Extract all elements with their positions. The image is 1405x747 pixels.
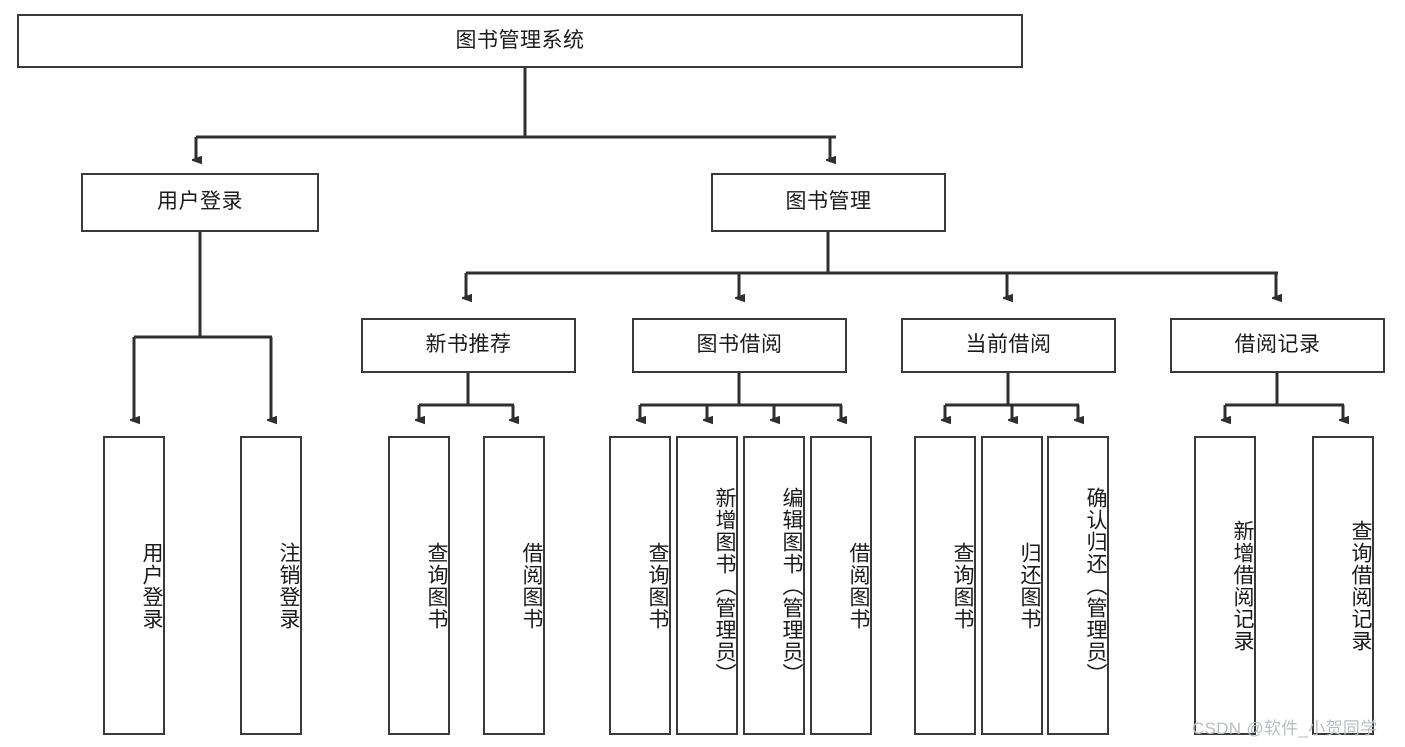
leaf-bookborrow-edit-book-admin[interactable]: 编辑图书（管理员） [743, 436, 805, 735]
leaf-label: 查询图书 [425, 541, 448, 630]
leaf-newbook-borrow-book[interactable]: 借阅图书 [483, 436, 545, 735]
leaf-label: 借阅图书 [520, 541, 543, 630]
leaf-currentborrow-confirm-return-admin[interactable]: 确认归还（管理员） [1047, 436, 1109, 735]
node-new-book-recommend[interactable]: 新书推荐 [361, 318, 576, 373]
leaf-newbook-query-book[interactable]: 查询图书 [388, 436, 450, 735]
leaf-label: 新增图书（管理员） [713, 486, 736, 685]
leaf-currentborrow-return-book[interactable]: 归还图书 [981, 436, 1043, 735]
leaf-currentborrow-query-book[interactable]: 查询图书 [914, 436, 976, 735]
csdn-watermark: CSDN @软件_小贺同学 [1192, 719, 1378, 738]
leaf-label: 确认归还（管理员） [1084, 486, 1107, 685]
leaf-label: 借阅图书 [847, 541, 870, 630]
node-root-system[interactable]: 图书管理系统 [17, 14, 1023, 68]
leaf-bookborrow-borrow-book[interactable]: 借阅图书 [810, 436, 872, 735]
leaf-label: 注销登录 [277, 541, 300, 630]
node-current-borrow[interactable]: 当前借阅 [901, 318, 1116, 373]
leaf-borrowrecord-add-record[interactable]: 新增借阅记录 [1194, 436, 1256, 735]
leaf-bookborrow-query-book[interactable]: 查询图书 [609, 436, 671, 735]
leaf-label: 查询图书 [646, 541, 669, 630]
node-book-borrow[interactable]: 图书借阅 [632, 318, 847, 373]
leaf-label: 新增借阅记录 [1231, 519, 1254, 652]
leaf-borrowrecord-query-record[interactable]: 查询借阅记录 [1312, 436, 1374, 735]
node-borrow-record[interactable]: 借阅记录 [1170, 318, 1385, 373]
leaf-label: 归还图书 [1018, 541, 1041, 630]
leaf-label: 查询图书 [951, 541, 974, 630]
node-user-login[interactable]: 用户登录 [81, 173, 319, 232]
leaf-user-login-signin[interactable]: 用户登录 [103, 436, 165, 735]
leaf-label: 用户登录 [140, 541, 163, 630]
node-book-management[interactable]: 图书管理 [711, 173, 946, 232]
leaf-label: 编辑图书（管理员） [780, 486, 803, 685]
leaf-user-login-signout[interactable]: 注销登录 [240, 436, 302, 735]
leaf-label: 查询借阅记录 [1349, 519, 1372, 652]
leaf-bookborrow-add-book-admin[interactable]: 新增图书（管理员） [676, 436, 738, 735]
